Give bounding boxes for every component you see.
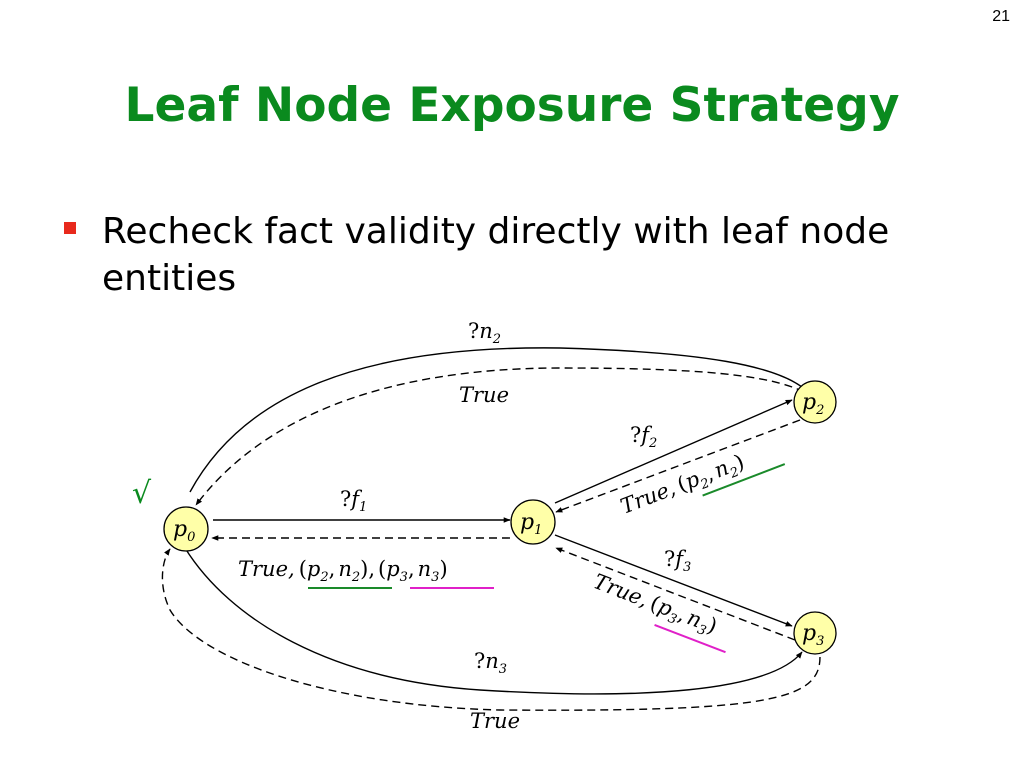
node-p1-sub: 1: [534, 523, 542, 538]
node-p0-circle: [163, 506, 209, 552]
node-p3: p3: [793, 611, 837, 655]
bullet-text: Recheck fact validity directly with leaf…: [102, 211, 890, 299]
slide-number: 21: [992, 8, 1010, 25]
check-mark-icon: √: [132, 476, 152, 511]
bullet-item: Recheck fact validity directly with leaf…: [64, 208, 964, 302]
edge-p2-p1-reply: [555, 419, 801, 513]
edge-p3-p1-reply: [555, 547, 796, 641]
node-p3-label: p: [802, 621, 816, 646]
label-p1-p2-query: ?f2: [630, 423, 657, 451]
edge-p3-p0-reply: [161, 548, 821, 711]
label-p3-p0-reply: True: [470, 709, 520, 733]
square-bullet-icon: [64, 222, 76, 234]
label-p1-p2-query-prefix: ?: [630, 423, 641, 447]
label-p2-p1-reply-group: True,(p2,n2): [617, 450, 786, 519]
node-p2: p2: [793, 380, 837, 424]
slide-title: Leaf Node Exposure Strategy: [124, 78, 900, 133]
label-p1-p0-reply: True,(p2,n2),(p3,n3): [238, 557, 448, 585]
edge-p1-p3-query: [554, 534, 793, 627]
node-p2-label: p: [802, 390, 816, 415]
edge-p1-p2-query: [554, 399, 793, 504]
label-p0-p2-query-prefix: ?: [468, 319, 479, 343]
node-p1-label: p: [520, 510, 534, 535]
svg-text:p1: p1: [520, 510, 542, 538]
label-p3-p1-reply-group: True,(p3,n3): [589, 569, 726, 654]
label-p0-p3-query-sub: 3: [499, 662, 507, 677]
node-p0-sub: 0: [187, 530, 195, 545]
label-p0-p1-query-base: f: [349, 487, 362, 511]
node-p0: p0: [163, 506, 209, 552]
node-p0-label: p: [173, 517, 187, 542]
label-p0-p1-query-sub: 1: [359, 500, 367, 515]
edge-p2-p0-reply: [195, 367, 805, 506]
node-p2-circle: [793, 380, 837, 424]
label-p1-p3-query-sub: 3: [683, 560, 691, 575]
node-p3-sub: 3: [816, 634, 824, 649]
label-p3-p1-reply: True,(p3,n3): [589, 569, 721, 642]
label-p0-p2-query: ?n2: [468, 319, 501, 347]
node-p3-circle: [793, 611, 837, 655]
underline-magenta-p3-p1: [654, 624, 726, 654]
label-p0-p2-query-sub: 2: [492, 332, 501, 347]
label-p0-p2-query-base: n: [479, 319, 493, 343]
label-p1-p3-query-base: f: [673, 547, 686, 571]
label-p0-p3-query-prefix: ?: [474, 649, 485, 673]
node-p1-circle: [510, 499, 556, 545]
node-p1: p1: [510, 499, 556, 545]
label-p1-p2-query-base: f: [639, 423, 652, 447]
svg-text:p2: p2: [802, 390, 824, 418]
underline-green-p2-p1: [702, 463, 786, 497]
edge-p0-p2-query: [189, 347, 809, 493]
edge-p0-p3-query: [184, 547, 803, 695]
label-p0-p1-query-prefix: ?: [340, 487, 351, 511]
label-p1-p3-query-prefix: ?: [664, 547, 675, 571]
reply-word: True,: [238, 557, 295, 581]
node-p2-sub: 2: [815, 403, 824, 418]
label-p1-p2-query-sub: 2: [648, 436, 657, 451]
svg-text:p3: p3: [802, 621, 824, 649]
svg-text:p0: p0: [173, 517, 195, 545]
label-p0-p3-query: ?n3: [474, 649, 507, 677]
label-p0-p3-query-base: n: [485, 649, 499, 673]
label-p1-p3-query: ?f3: [664, 547, 691, 575]
label-p0-p1-query: ?f1: [340, 487, 367, 515]
label-p2-p0-reply: True: [459, 383, 509, 407]
